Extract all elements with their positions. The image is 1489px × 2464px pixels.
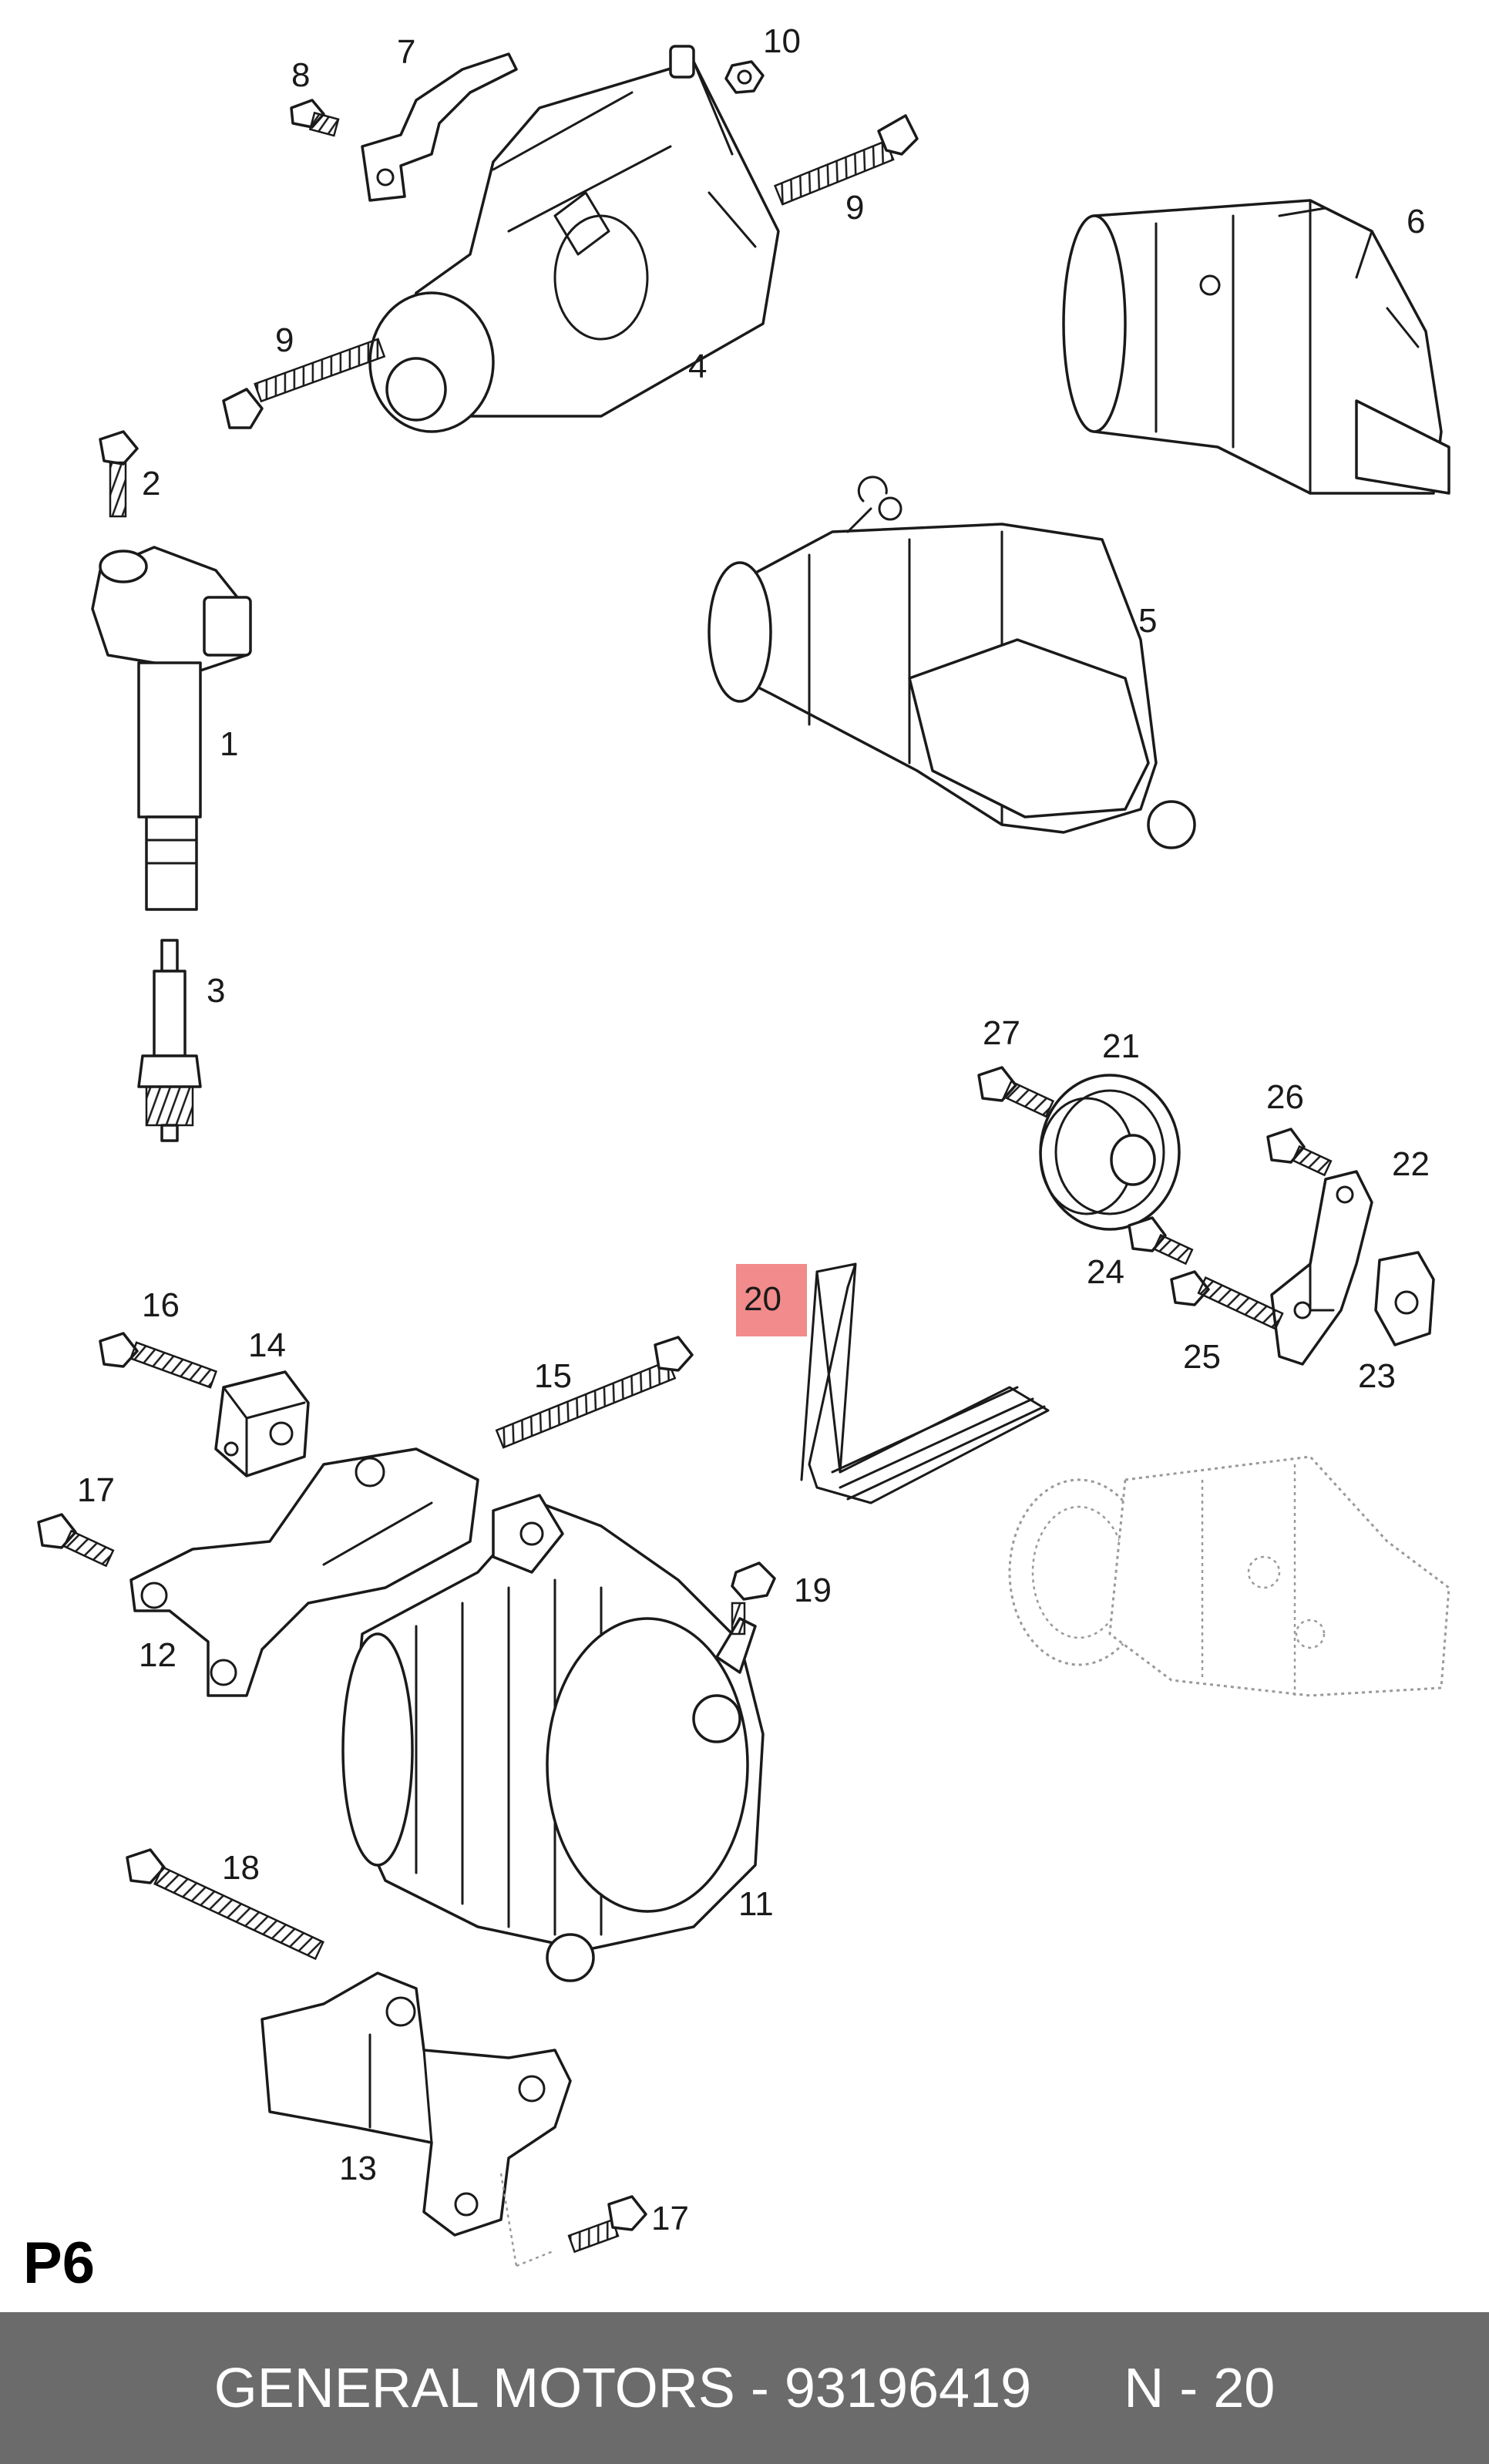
bolt-15 (495, 1336, 694, 1449)
ignition-coil-1 (91, 546, 252, 911)
bolt-17-upper (37, 1513, 115, 1568)
bolt-18 (126, 1848, 324, 1961)
callout-24: 24 (1087, 1253, 1124, 1291)
nut-10 (724, 60, 765, 94)
callout-2: 2 (142, 465, 160, 503)
callout-15: 15 (534, 1357, 572, 1395)
callout-9-upper: 9 (845, 189, 864, 227)
callout-11: 11 (738, 1885, 774, 1923)
bracket-7 (361, 52, 518, 202)
bolt-2 (99, 430, 139, 518)
bolt-25 (1170, 1270, 1284, 1330)
parts-diagram: 7 8 10 9 6 9 4 2 5 1 3 27 21 26 22 24 20… (23, 22, 1450, 2296)
separator: - (750, 2357, 769, 2419)
callout-12: 12 (139, 1636, 176, 1674)
bolt-17-lower (567, 2195, 647, 2254)
bracket-12 (129, 1447, 479, 1697)
callout-25: 25 (1183, 1338, 1221, 1376)
callout-8: 8 (291, 56, 310, 94)
pulley-21 (1039, 1074, 1181, 1231)
spacer-14 (214, 1370, 310, 1477)
callout-13: 13 (339, 2150, 377, 2187)
brand-name: GENERAL MOTORS (213, 2357, 735, 2419)
callout-9-lower: 9 (275, 321, 294, 359)
block-23 (1374, 1251, 1435, 1346)
callout-20: 20 (744, 1280, 781, 1318)
callout-10: 10 (763, 22, 801, 60)
bolt-26 (1266, 1128, 1333, 1177)
ac-compressor-ghost (1008, 1455, 1450, 1697)
callout-3: 3 (207, 972, 225, 1010)
part-number: 93196419 (784, 2357, 1032, 2419)
spark-plug-3 (137, 939, 202, 1142)
bolt-24 (1128, 1216, 1194, 1266)
starter-motor-6 (1062, 199, 1450, 495)
callout-4: 4 (688, 348, 707, 385)
callout-6: 6 (1407, 203, 1425, 240)
bolt-16 (99, 1332, 218, 1389)
callout-18: 18 (222, 1849, 260, 1887)
callout-1: 1 (220, 725, 238, 763)
callout-17-upper: 17 (77, 1471, 115, 1509)
callout-17-lower: 17 (651, 2200, 689, 2237)
callout-22: 22 (1392, 1145, 1430, 1183)
terminal-nut-19 (731, 1561, 776, 1635)
footer-bar: GENERAL MOTORS - 93196419 N - 20 (0, 2312, 1489, 2464)
callout-reference: N - 20 (1124, 2357, 1276, 2419)
bracket-13 (260, 1972, 572, 2267)
alternator-11 (341, 1494, 765, 1982)
page-code: P6 (23, 2230, 95, 2296)
callout-7: 7 (397, 33, 415, 71)
starter-motor-4 (368, 45, 780, 433)
callout-labels: 7 8 10 9 6 9 4 2 5 1 3 27 21 26 22 24 20… (77, 22, 1430, 2237)
callout-14: 14 (248, 1326, 286, 1364)
bolt-27 (977, 1066, 1055, 1118)
callout-27: 27 (983, 1014, 1020, 1052)
starter-motor-5 (708, 476, 1196, 849)
callout-16: 16 (142, 1286, 180, 1324)
callout-21: 21 (1102, 1027, 1140, 1065)
bolt-8 (290, 99, 340, 137)
callout-20-highlight (736, 1264, 807, 1336)
drive-belt-20 (800, 1262, 1050, 1504)
bolt-9-lower (222, 338, 386, 429)
callout-26: 26 (1266, 1078, 1304, 1116)
tensioner-bracket-22 (1270, 1170, 1373, 1366)
callout-19: 19 (794, 1572, 832, 1609)
callout-5: 5 (1138, 602, 1157, 640)
bolt-9-upper (773, 114, 919, 206)
callout-23: 23 (1358, 1357, 1396, 1395)
